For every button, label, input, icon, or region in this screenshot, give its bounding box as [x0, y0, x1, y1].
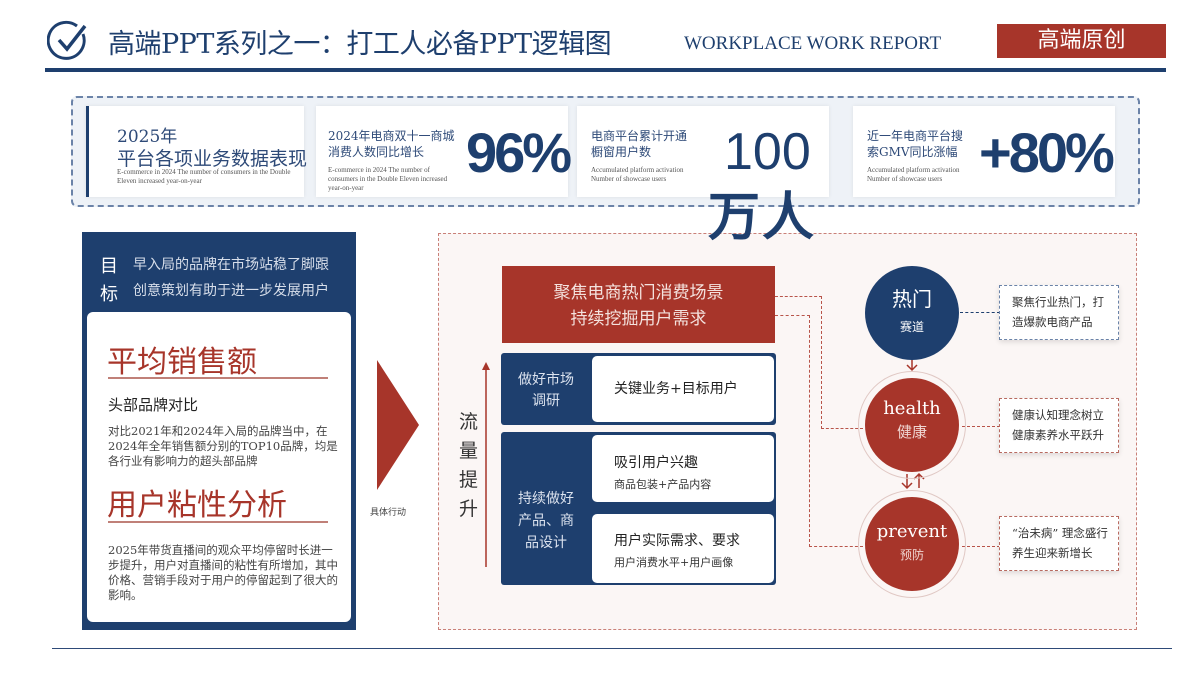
stat-desc: E-commerce in 2024 The number of consume…	[328, 166, 448, 192]
connector	[775, 296, 822, 297]
label-line: 产品、商	[518, 513, 574, 529]
flow-header-line: 聚焦电商热门消费场景	[553, 283, 724, 303]
stat-label: 近一年电商平台搜索GMV同比涨幅	[867, 129, 964, 159]
divider	[108, 521, 328, 523]
stat-desc: Accumulated platform activation Number o…	[591, 166, 684, 183]
sales-heading: 平均销售额	[107, 345, 257, 380]
label-line: 品设计	[525, 535, 567, 551]
stat-intro-card: 2025年 平台各项业务数据表现 E-commerce in 2024 The …	[86, 106, 308, 197]
note-prevent: “治未病” 理念盛行养生迎来新增长	[999, 516, 1119, 571]
item-text: 关键业务+目标用户	[614, 381, 738, 397]
note-line: “治未病” 理念盛行	[1012, 526, 1108, 540]
original-badge: 高端原创	[997, 24, 1166, 58]
product-item: 用户实际需求、要求用户消费水平+用户画像	[592, 514, 774, 583]
stat-value: 100	[724, 123, 811, 181]
footer-divider	[52, 648, 1172, 649]
intro-desc: E-commerce in 2024 The number of consume…	[117, 168, 291, 185]
label-line: 调研	[532, 393, 560, 409]
connector	[809, 315, 810, 547]
note-line: 聚焦行业热门，打	[1012, 295, 1104, 309]
analysis-card	[87, 312, 351, 622]
flow-axis-label: 流量提升	[459, 408, 481, 524]
connector	[775, 315, 810, 316]
label-line: 做好市场	[518, 372, 574, 388]
flow-header: 聚焦电商热门消费场景 持续挖掘用户需求	[502, 266, 775, 343]
stat-card: 电商平台累计开通橱窗用户数 Accumulated platform activ…	[577, 106, 829, 197]
circle-prevent: prevent 预防	[858, 490, 966, 598]
circle-sub: 赛道	[899, 320, 924, 334]
item-title: 用户实际需求、要求	[614, 533, 740, 549]
axis-char: 提	[459, 469, 479, 491]
goal-label: 目	[100, 256, 118, 277]
goal-text: 早入局的品牌在市场站稳了脚跟	[133, 257, 329, 273]
connector	[821, 296, 822, 429]
circle-hot: 热门赛道	[865, 266, 959, 360]
action-label: 具体行动	[370, 508, 407, 518]
flow-header-line: 持续挖掘用户需求	[570, 309, 707, 329]
stat-label: 2024年电商双十一商城消费人数同比增长	[328, 129, 455, 159]
circle-fill: prevent 预防	[865, 497, 959, 591]
note-hot: 聚焦行业热门，打造爆款电商产品	[999, 285, 1119, 340]
stickiness-heading: 用户粘性分析	[107, 488, 287, 523]
page-title: 高端PPT系列之一：打工人必备PPT逻辑图	[108, 29, 612, 60]
stat-label: 电商平台累计开通橱窗用户数	[591, 129, 688, 159]
item-sub: 商品包装+产品内容	[614, 478, 712, 491]
item-sub: 用户消费水平+用户画像	[614, 556, 734, 569]
stickiness-text: 2025年带货直播间的观众平均停留时长进一步提升，用户对直播间的粘性有所增加，其…	[108, 543, 338, 602]
item-title: 吸引用户兴趣	[614, 455, 698, 471]
connector	[809, 546, 863, 547]
connector	[960, 312, 1000, 313]
check-circle-icon	[47, 20, 87, 60]
stat-desc: Accumulated platform activation Number o…	[867, 166, 960, 183]
goal-label: 标	[100, 284, 118, 305]
stat-card: 近一年电商平台搜索GMV同比涨幅 Accumulated platform ac…	[853, 106, 1115, 197]
connector	[821, 428, 863, 429]
connector	[962, 426, 1000, 427]
market-item: 关键业务+目标用户	[592, 356, 774, 422]
page-subtitle: WORKPLACE WORK REPORT	[684, 33, 942, 54]
circle-health: health 健康	[858, 371, 966, 479]
circle-sub: 预防	[899, 548, 924, 562]
circle-title: prevent	[876, 521, 948, 542]
stat-value: +80%	[979, 121, 1115, 184]
product-item: 吸引用户兴趣商品包装+产品内容	[592, 435, 774, 502]
stat-card: 2024年电商双十一商城消费人数同比增长 E-commerce in 2024 …	[316, 106, 572, 197]
label-line: 持续做好	[518, 491, 574, 507]
note-line: 健康认知理念树立	[1012, 408, 1104, 422]
note-line: 造爆款电商产品	[1012, 315, 1093, 329]
axis-char: 升	[459, 498, 479, 520]
header-divider	[45, 68, 1166, 72]
connector	[962, 546, 1000, 547]
circle-title: health	[883, 398, 941, 419]
circle-sub: 健康	[896, 423, 927, 441]
note-line: 养生迎来新增长	[1012, 546, 1093, 560]
up-arrow-icon	[482, 362, 490, 567]
stat-unit: 万人	[708, 187, 817, 248]
note-health: 健康认知理念树立健康素养水平跃升	[999, 398, 1119, 453]
intro-year: 2025年	[117, 127, 178, 147]
circle-fill: health 健康	[865, 378, 959, 472]
divider	[108, 377, 328, 379]
stat-value: 96%	[466, 121, 572, 184]
circle-title: 热门	[892, 287, 932, 311]
intro-title: 平台各项业务数据表现	[117, 148, 308, 170]
goal-text: 创意策划有助于进一步发展用户	[133, 283, 329, 299]
axis-char: 流	[459, 411, 479, 433]
sales-subheading: 头部品牌对比	[108, 396, 199, 414]
arrows-icon	[901, 358, 925, 490]
sales-text: 对比2021年和2024年入局的品牌当中，在2024年全年销售额分别的TOP10…	[108, 424, 338, 468]
note-line: 健康素养水平跃升	[1012, 428, 1104, 442]
product-label: 持续做好产品、商品设计	[501, 488, 591, 554]
triangle-arrow-icon	[377, 360, 419, 490]
market-label: 做好市场调研	[501, 370, 591, 412]
axis-char: 量	[459, 440, 479, 462]
